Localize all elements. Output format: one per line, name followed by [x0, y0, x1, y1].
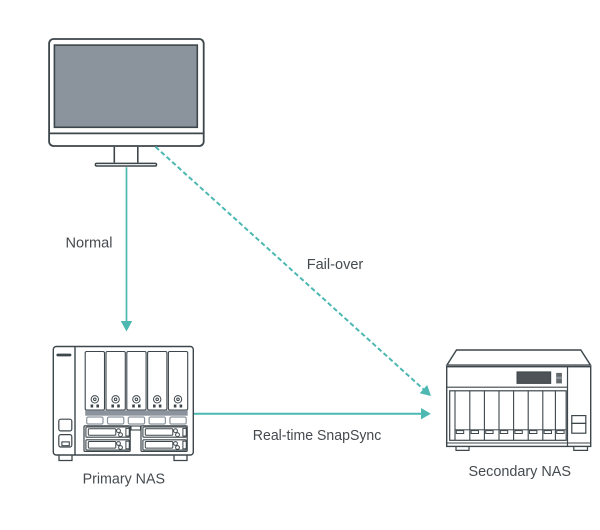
svg-text:Fail-over: Fail-over — [307, 256, 364, 273]
svg-text:Real-time SnapSync: Real-time SnapSync — [253, 427, 382, 444]
svg-text:Secondary NAS: Secondary NAS — [469, 463, 572, 480]
svg-text:Normal: Normal — [66, 235, 113, 252]
svg-text:Primary NAS: Primary NAS — [83, 471, 165, 488]
